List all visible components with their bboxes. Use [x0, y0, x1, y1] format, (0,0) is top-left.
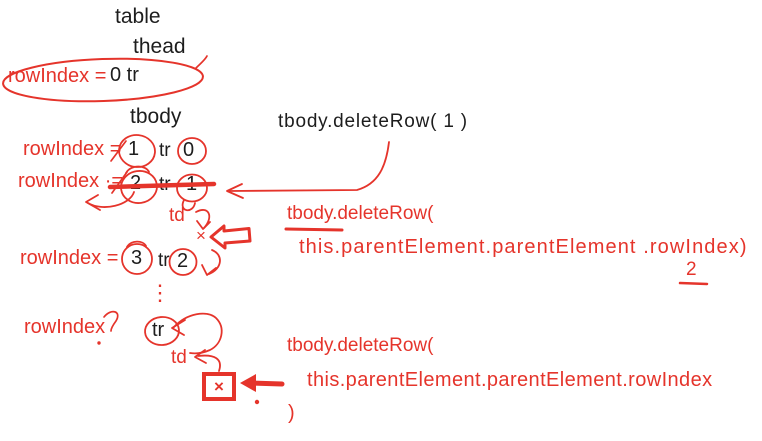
last-tr-loop-arrowhead-icon	[171, 319, 186, 336]
code-deleterow-literal: tbody.deleteRow( 1 )	[278, 111, 468, 132]
row2-hook-arrow	[87, 191, 135, 208]
code-mid-line1: tbody.deleteRow(	[287, 203, 434, 224]
deleterow1-arrowhead-icon	[226, 183, 244, 199]
tbody-underline	[284, 227, 344, 232]
row1-tr-tag: tr	[159, 140, 171, 161]
rowindex-question-squiggle	[103, 310, 119, 332]
thead-label: thead	[133, 35, 186, 58]
row2-hook-arrowhead-icon	[85, 194, 101, 211]
bottom-dot	[254, 399, 260, 405]
code-bottom-line1: tbody.deleteRow(	[287, 335, 434, 356]
box-to-td-arrowhead-icon	[194, 349, 207, 364]
code-bottom-line2: this.parentElement.parentElement.rowInde…	[307, 369, 713, 391]
thead-rowindex-label: rowIndex =	[8, 65, 107, 87]
box-to-td-arrow	[197, 354, 221, 372]
last-tr-tag: tr	[152, 319, 165, 341]
row3-rowindex-value: 3	[131, 247, 143, 269]
deleterow1-pointer-line	[228, 141, 390, 192]
code-mid-line2: this.parentElement.parentElement .rowInd…	[299, 236, 748, 258]
boxed-cross-icon: ×	[214, 376, 224, 396]
row1-rowindex-value: 1	[128, 138, 140, 160]
row3-curl-arrow	[208, 249, 221, 275]
table-label: table	[115, 5, 161, 28]
tbody-label: tbody	[130, 105, 182, 128]
delete-button-box: ×	[202, 372, 236, 401]
delete-cross-icon: ×	[196, 226, 206, 245]
bold-left-arrow-shaft	[249, 380, 285, 387]
row2-tr-tag: tr	[159, 174, 171, 195]
row3-rowindex-label: rowIndex =	[20, 247, 119, 269]
td-first-label: td	[169, 205, 185, 226]
row1-tr-number: 0	[183, 139, 195, 161]
row1-rowindex-label: rowIndex =	[23, 138, 122, 160]
squiggle-dot	[97, 341, 101, 345]
last-rowindex-label: rowIndex	[24, 316, 106, 338]
code-bottom-line3: )	[288, 402, 295, 424]
bold-left-arrowhead-icon	[240, 374, 256, 392]
more-rows-ellipsis: ⋮	[149, 280, 171, 305]
row2-tr-number: 1	[186, 173, 198, 195]
code-mid-result: 2	[686, 259, 697, 280]
row3-tr-number: 2	[177, 250, 189, 272]
thead-tr-label: 0 tr	[110, 64, 139, 86]
result-2-underline	[678, 281, 709, 286]
block-arrow-left-icon	[209, 224, 252, 250]
thead-circle-tail	[195, 55, 208, 69]
row2-rowindex-label: rowIndex ·=	[18, 170, 124, 192]
td-last-label: td	[171, 347, 187, 368]
row3-tr-tag: tr	[158, 250, 170, 271]
row3-curl-arrowhead-icon	[201, 264, 217, 276]
row2-rowindex-value: 2	[130, 172, 142, 194]
